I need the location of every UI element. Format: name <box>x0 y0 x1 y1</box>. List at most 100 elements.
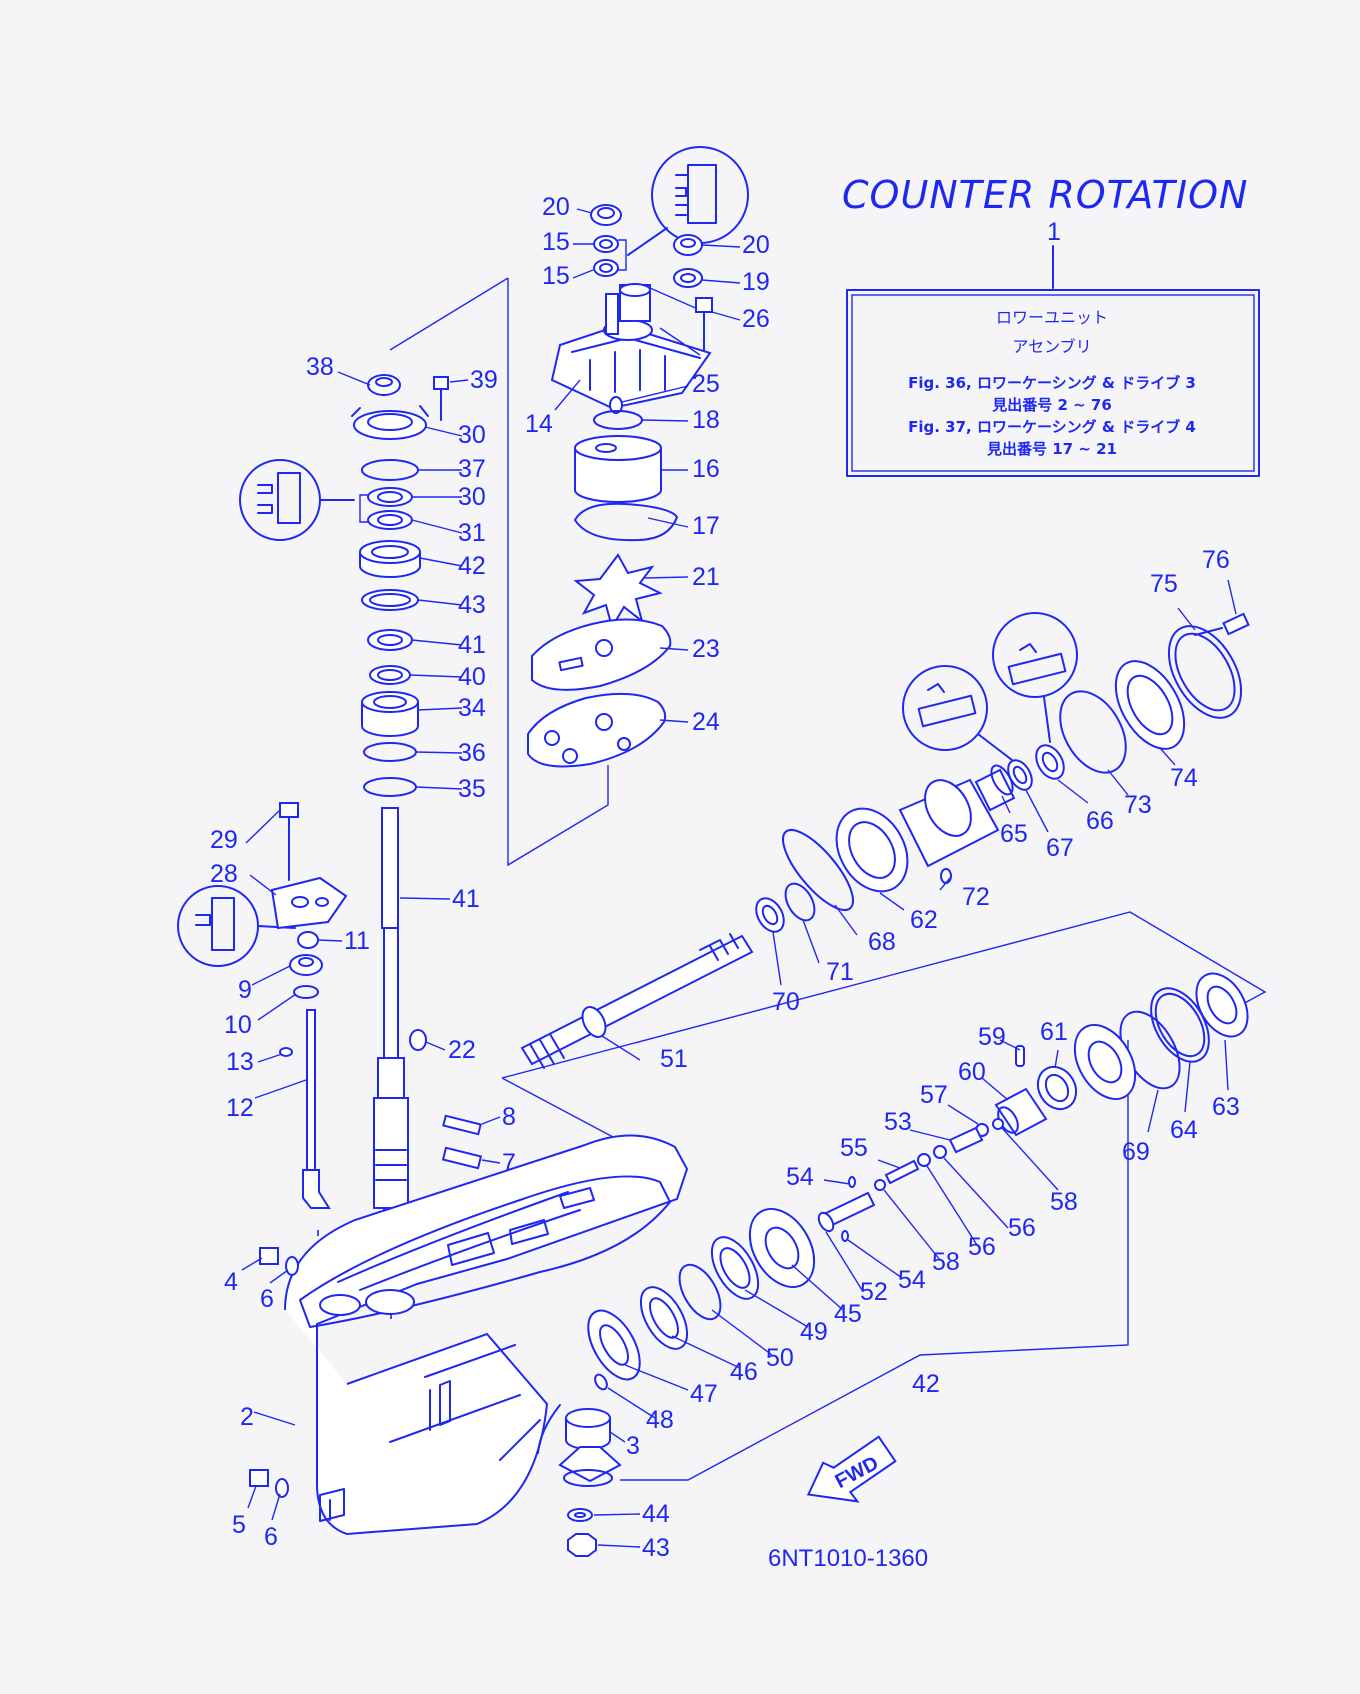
info-box-line6: 見出番号 17 ~ 21 <box>986 440 1117 458</box>
bushing-35 <box>367 374 401 396</box>
key-7 <box>441 1146 483 1170</box>
callout-61: 61 <box>1040 1018 1068 1046</box>
info-box-line3: Fig. 36, ロワーケーシング & ドライブ 3 <box>908 374 1196 392</box>
callout-39: 42 <box>458 552 486 580</box>
ball-58-lower <box>874 1179 886 1191</box>
callout-35: 38 <box>306 353 334 381</box>
callout-46: 46 <box>730 1358 758 1386</box>
callout-30-upper: 30 <box>458 483 486 511</box>
callout-9: 9 <box>238 976 252 1004</box>
callout-19: 19 <box>742 268 770 296</box>
callout-70: 70 <box>772 988 800 1016</box>
shift-rod-12 <box>302 1009 331 1255</box>
diagram-code: 6NT1010-1360 <box>768 1545 928 1572</box>
bearing-sleeve-31 <box>361 691 419 737</box>
seal-66 <box>1035 744 1065 780</box>
callout-21: 21 <box>692 563 720 591</box>
bolt-36 <box>433 376 449 421</box>
shift-plunger-55 <box>884 1159 920 1185</box>
callout-31: 34 <box>458 694 486 722</box>
callout-68: 68 <box>868 928 896 956</box>
shift-slider-52 <box>817 1191 876 1233</box>
shim-50 <box>678 1263 722 1321</box>
plate-73 <box>1059 690 1127 774</box>
housing-62 <box>835 778 1000 893</box>
callout-30-lower: 31 <box>458 519 486 547</box>
bolt-26 <box>695 297 713 351</box>
washer-71 <box>784 882 816 922</box>
detail-bubble-67 <box>902 665 1013 761</box>
gasket-24 <box>527 692 667 768</box>
callout-22: 22 <box>448 1036 476 1064</box>
callout-numbers: 20 15 15 20 19 26 25 18 16 17 21 23 24 1… <box>210 193 1240 1562</box>
water-pump-housing <box>550 283 712 414</box>
pinion-gear <box>558 1446 622 1487</box>
pin-48 <box>594 1373 608 1391</box>
callout-42: 42 <box>912 1370 940 1398</box>
oring-68 <box>782 828 854 912</box>
callout-15-lower: 15 <box>542 262 570 290</box>
callout-37: 40 <box>458 663 486 691</box>
ring-40 <box>361 589 419 611</box>
collar-19 <box>673 268 703 288</box>
info-box-line2: アセンブリ <box>1012 337 1091 356</box>
boot-9 <box>289 954 323 976</box>
key-8 <box>442 1114 482 1136</box>
callout-63: 63 <box>1212 1093 1240 1121</box>
callout-59: 59 <box>978 1023 1006 1051</box>
housing-29 <box>351 405 429 440</box>
callout-66: 66 <box>1086 807 1114 835</box>
shim-64 <box>1150 987 1210 1063</box>
spring-53 <box>948 1126 984 1154</box>
retainer-75 <box>1167 625 1243 719</box>
pin-54-upper <box>848 1176 856 1188</box>
water-pump-group-line <box>507 278 609 867</box>
bolt-4 <box>259 1247 279 1265</box>
callout-58-right: 58 <box>1050 1188 1078 1216</box>
detail-bubble-left <box>239 459 355 541</box>
lower-casing-2 <box>284 1134 689 1536</box>
bracket-27 <box>270 876 348 930</box>
bearing-39 <box>359 540 421 578</box>
spring-61 <box>1036 1065 1078 1111</box>
callout-29: 30 <box>458 421 486 449</box>
washer-44 <box>567 1508 593 1522</box>
dowel-72 <box>940 868 952 884</box>
callout-28: 29 <box>210 826 238 854</box>
nut-43 <box>567 1533 597 1557</box>
callout-55: 55 <box>840 1134 868 1162</box>
impeller-21 <box>573 553 663 630</box>
gasket-17 <box>574 502 678 542</box>
callout-36: 39 <box>470 366 498 394</box>
spacer-70 <box>755 897 785 933</box>
bearing-housing-47 <box>587 1309 641 1381</box>
assembly-number: 1 <box>1047 218 1061 246</box>
oring-10 <box>293 985 319 999</box>
leader-lines <box>241 208 1237 1548</box>
outer-plate-23 <box>531 618 672 691</box>
info-box-line4: 見出番号 2 ~ 76 <box>991 396 1112 414</box>
grommet-11 <box>297 931 319 949</box>
ball-56-lower <box>917 1153 931 1167</box>
callout-52: 52 <box>860 1278 888 1306</box>
callout-54-bottom: 54 <box>898 1266 926 1294</box>
seal-15-upper <box>593 235 619 253</box>
callout-50: 50 <box>766 1344 794 1372</box>
propeller-shaft-51 <box>520 933 754 1069</box>
callout-41: 41 <box>452 885 480 913</box>
gear-group-boundary <box>501 911 1267 1079</box>
gear-45 <box>748 1208 816 1288</box>
callout-25: 25 <box>692 370 720 398</box>
callout-24: 24 <box>692 708 720 736</box>
ball-58-upper <box>992 1118 1004 1130</box>
washer-6-upper <box>285 1256 299 1276</box>
detail-bubble-66 <box>992 612 1078 743</box>
callout-51: 51 <box>660 1045 688 1073</box>
seal-30-lower <box>367 510 413 530</box>
callout-16: 16 <box>692 455 720 483</box>
callout-20-right: 20 <box>742 231 770 259</box>
callout-54-top: 54 <box>786 1163 814 1191</box>
callout-40: 43 <box>458 591 486 619</box>
washer-6-lower <box>275 1478 289 1498</box>
